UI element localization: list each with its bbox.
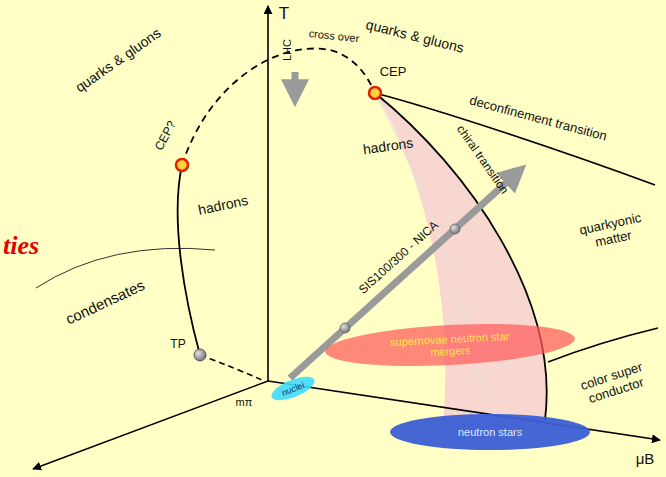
t-axis [267, 6, 269, 381]
phase-label: quarks & gluons [72, 25, 163, 96]
point-label: TP [170, 338, 185, 352]
phase-label: quarkyonic matter [570, 209, 654, 255]
experiment-label: SIS100/300 - NICA [356, 219, 441, 298]
band-fill [268, 372, 317, 405]
experiment-label: LHC [281, 39, 294, 61]
energy-dot [340, 323, 350, 333]
neutron-star-band: neutron stars [390, 414, 590, 450]
phase-label: quarks & gluons [364, 16, 465, 56]
band-label: neutron stars [458, 426, 522, 439]
phase-label: condensates [63, 276, 147, 328]
triple-point [194, 349, 206, 361]
phase-label: color super conductor [564, 355, 664, 413]
point-label: CEP [380, 65, 407, 80]
cep-point [369, 87, 381, 99]
dashed-line [200, 355, 262, 380]
band-fill [324, 318, 576, 371]
lhc-arrow [292, 72, 299, 96]
transition-label: chiral transition [453, 123, 511, 197]
energy-dot [450, 224, 460, 234]
nuclei-band: nuclei [268, 372, 317, 405]
third-axis [33, 381, 268, 469]
heading-fragment: ties [3, 231, 39, 261]
axis-label: μB [636, 450, 655, 467]
phase-label: hadrons [197, 192, 250, 218]
band-fill [390, 414, 590, 450]
axis-label: T [279, 4, 289, 24]
transition-label: deconfinement transition [468, 93, 609, 144]
event-band: supernovae neutron star mergers [324, 318, 576, 371]
crossover-line [182, 48, 375, 165]
cep-point [176, 159, 188, 171]
fair-nica-arrow [290, 172, 518, 378]
axis-tick-label: mπ [236, 396, 253, 409]
crossover-label: cross over [308, 27, 360, 45]
point-label: CEP? [153, 119, 180, 153]
transition-line [178, 165, 200, 355]
phase-label: hadrons [362, 135, 414, 158]
